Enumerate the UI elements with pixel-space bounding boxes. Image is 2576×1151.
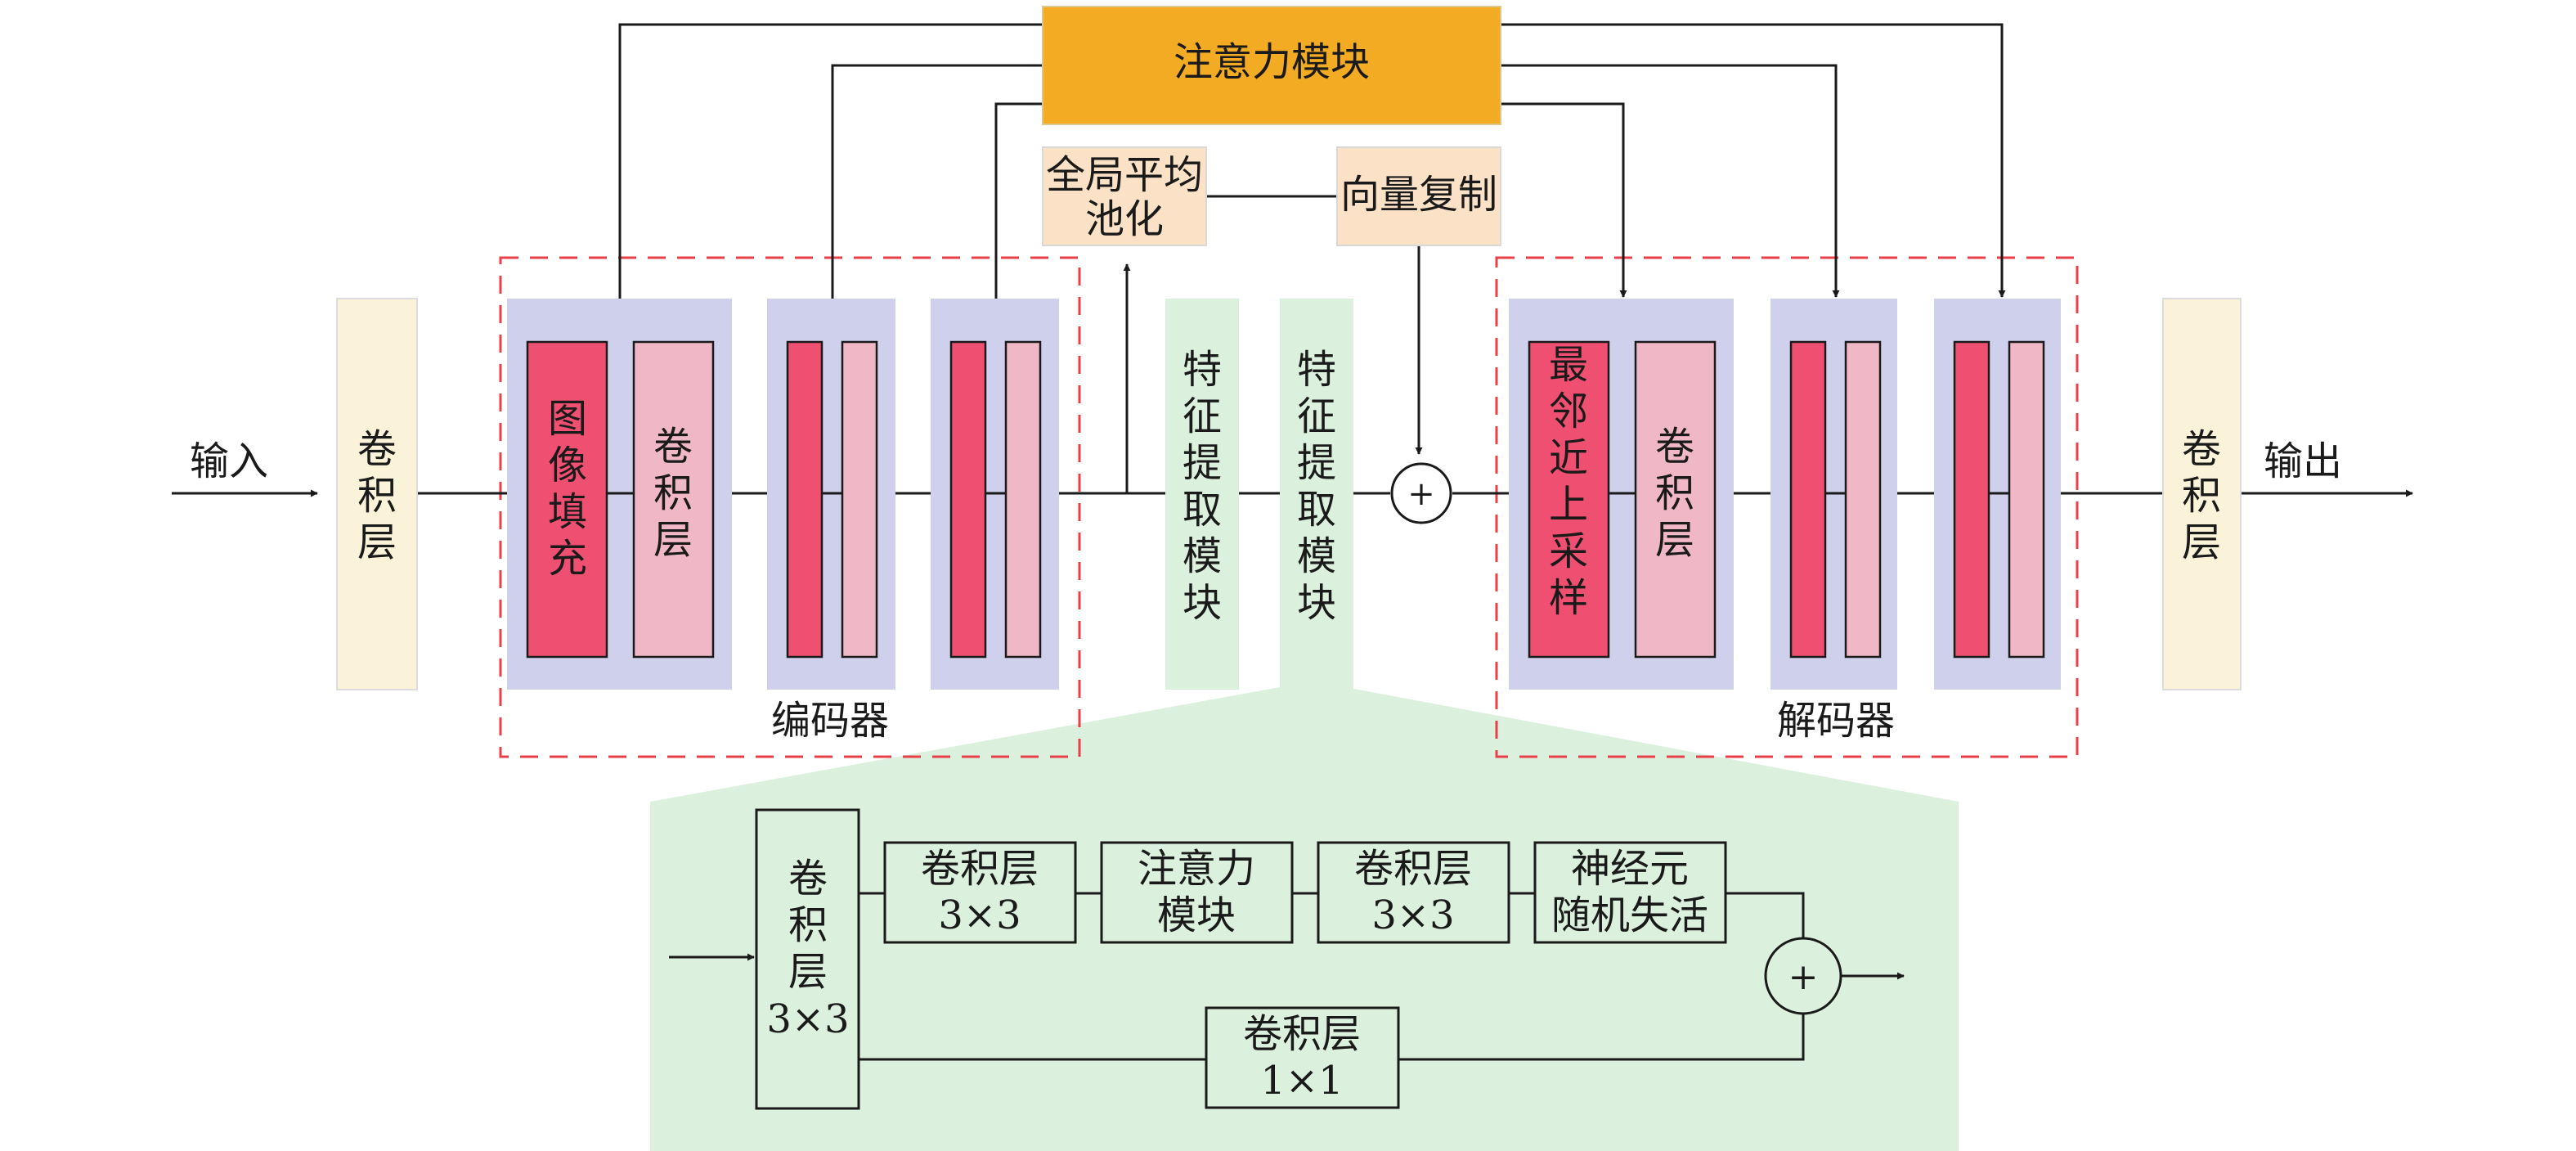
input-label: 输入 [190, 438, 268, 484]
d1-line2: 3×3 [938, 892, 1021, 938]
d5-line1: 卷积层 [1243, 1011, 1361, 1057]
detail-attention [1100, 841, 1294, 944]
skip-line-2 [831, 64, 1043, 299]
d4-line1: 神经元 [1571, 846, 1689, 892]
fe1-char: 提 [1183, 440, 1222, 486]
detail-conv1x1 [1205, 1006, 1400, 1109]
add-junction-detail-plus: + [1788, 956, 1819, 998]
output-conv-char: 层 [2182, 519, 2221, 565]
skip-arrow-3 [1501, 102, 1627, 298]
encoder-block-3-pink [1004, 340, 1042, 659]
fe1-char: 征 [1183, 393, 1222, 439]
d5-line2: 1×1 [1260, 1058, 1343, 1104]
output-label: 输出 [2264, 438, 2342, 484]
detail-conv-char: 3×3 [766, 996, 849, 1042]
decoder-block-2-pink [1844, 340, 1882, 659]
feature-extract-module-2 [1280, 299, 1353, 690]
fe2-char: 模 [1297, 533, 1336, 579]
fe1-char: 块 [1183, 580, 1222, 626]
detail-wire-g [1398, 1013, 1805, 1061]
decoder-conv-layer [1634, 340, 1717, 659]
fe1-char: 模 [1183, 533, 1222, 579]
fe1-char: 特 [1183, 347, 1222, 393]
encoder-dashed-box [499, 256, 1081, 758]
upsample-char: 上 [1549, 482, 1588, 528]
gap-label-2: 池化 [1085, 196, 1164, 242]
upsample-char: 采 [1549, 528, 1588, 574]
fe2-char: 提 [1297, 440, 1336, 486]
detail-panel-funnel [650, 687, 1959, 802]
encoder-block-2-pink [841, 340, 878, 659]
decoder-dashed-box [1495, 256, 2079, 758]
d2-line2: 模块 [1157, 892, 1236, 938]
skip-arrow-2 [1501, 64, 1840, 298]
encoder-conv-layer [632, 340, 715, 659]
detail-conv-char: 积 [788, 902, 828, 948]
padding-char: 填 [548, 489, 587, 535]
d3-line1: 卷积层 [1354, 846, 1472, 892]
nearest-upsample-layer [1528, 340, 1610, 659]
add-junction-main-plus: + [1407, 475, 1435, 513]
feature-extract-module-1 [1165, 299, 1239, 690]
detail-conv3x3-b [1317, 841, 1510, 944]
attention-module-top [1042, 6, 1501, 125]
skip-line-1 [618, 23, 1043, 299]
image-padding-layer [526, 340, 608, 659]
fe2-char: 块 [1297, 580, 1336, 626]
skip-line-3 [994, 102, 1043, 299]
padding-char: 像 [548, 443, 587, 488]
vector-copy-label: 向量复制 [1340, 172, 1497, 218]
vector-copy-box [1336, 146, 1501, 246]
output-conv-layer [2162, 298, 2242, 690]
enc-conv-char: 卷 [653, 424, 693, 470]
d4-line2: 随机失活 [1551, 892, 1708, 938]
encoder-block-2-red [786, 340, 824, 659]
upsample-char: 近 [1549, 435, 1588, 481]
input-conv-char: 层 [357, 519, 397, 565]
detail-dropout [1533, 841, 1727, 944]
fe1-char: 取 [1183, 487, 1222, 533]
input-conv-char: 卷 [357, 426, 397, 472]
dec-conv-char: 层 [1655, 517, 1694, 563]
skip-arrow-1 [1501, 23, 2006, 298]
decoder-block-3-red [1953, 340, 1990, 659]
fe2-char: 征 [1297, 393, 1336, 439]
encoder-label: 编码器 [771, 698, 889, 744]
d3-line2: 3×3 [1371, 892, 1454, 938]
upsample-char: 最 [1549, 342, 1588, 388]
detail-wire-e [1726, 892, 1805, 939]
output-conv-char: 卷 [2182, 426, 2221, 472]
enc-conv-char: 层 [653, 517, 693, 563]
detail-conv-char: 卷 [788, 856, 828, 901]
padding-char: 图 [548, 396, 587, 442]
dec-conv-char: 卷 [1655, 424, 1694, 470]
detail-conv3x3-tall [755, 808, 860, 1110]
decoder-block-2-red [1789, 340, 1827, 659]
attention-top-label: 注意力模块 [1174, 39, 1370, 85]
padding-char: 充 [548, 536, 587, 582]
d1-line1: 卷积层 [921, 846, 1039, 892]
detail-conv3x3-a [883, 841, 1077, 944]
upsample-char: 邻 [1549, 389, 1588, 434]
decoder-label: 解码器 [1777, 698, 1895, 744]
gap-label-1: 全局平均 [1046, 152, 1203, 198]
encoder-block-3-red [949, 340, 987, 659]
detail-conv-char: 层 [788, 949, 828, 995]
dec-conv-char: 积 [1655, 470, 1694, 516]
input-conv-char: 积 [357, 473, 397, 519]
output-conv-char: 积 [2182, 473, 2221, 519]
fe2-char: 特 [1297, 347, 1336, 393]
gap-box [1042, 146, 1207, 246]
upsample-char: 样 [1549, 575, 1588, 621]
enc-conv-char: 积 [653, 470, 693, 516]
add-junction-main [1390, 462, 1452, 524]
input-conv-layer [336, 298, 418, 690]
d2-line1: 注意力 [1138, 846, 1255, 892]
fe2-char: 取 [1297, 487, 1336, 533]
decoder-block-3-pink [2008, 340, 2045, 659]
